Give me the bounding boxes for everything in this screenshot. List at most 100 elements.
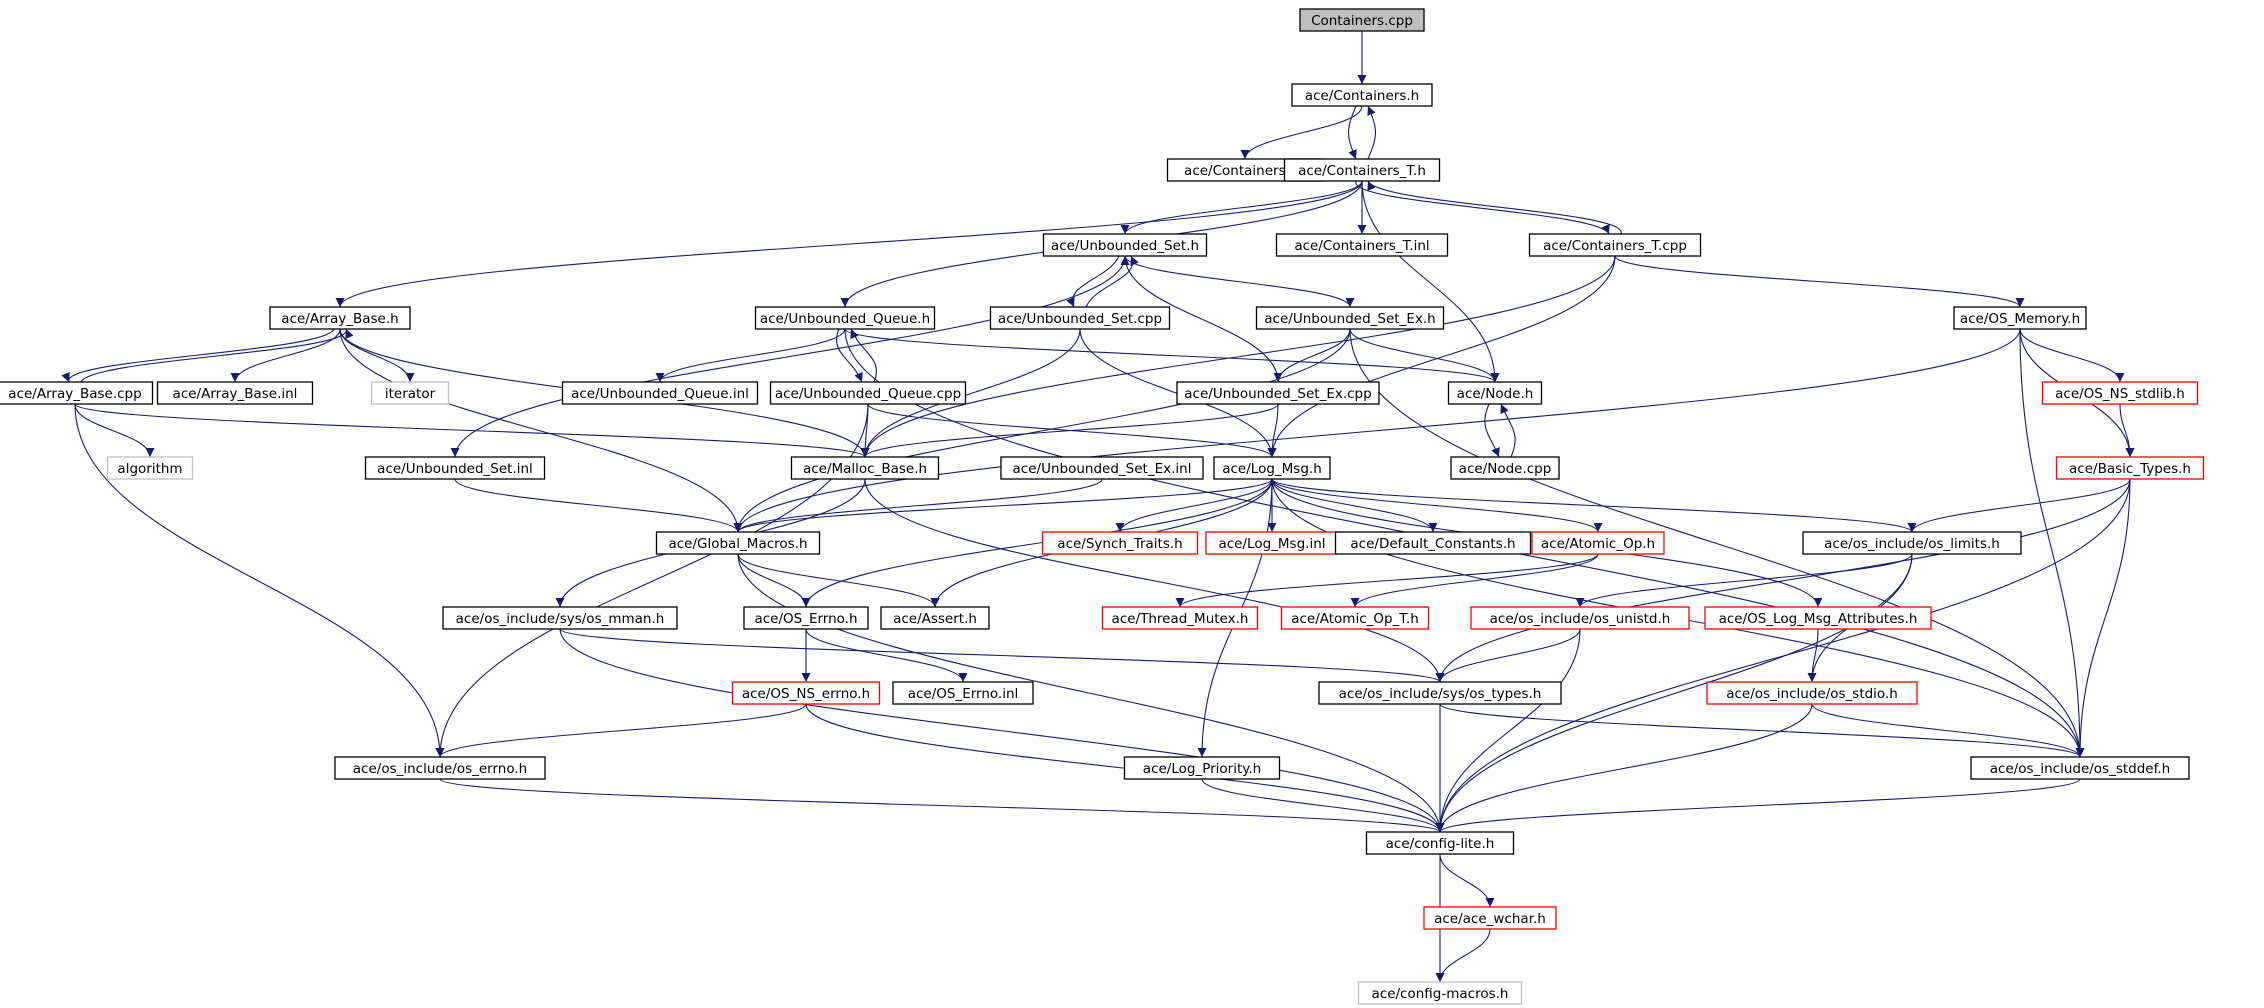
- edge-line: [1439, 703, 2085, 758]
- edge-line: [860, 255, 1616, 458]
- node-os-memory-h[interactable]: ace/OS_Memory.h: [1953, 306, 2087, 330]
- node-atomic-op-h[interactable]: ace/Atomic_Op.h: [1531, 531, 1665, 555]
- node-label: ace/os_include/sys/os_types.h: [1339, 686, 1542, 702]
- edge-ace-wchar-h-to-config-macros-h: [1435, 928, 1491, 983]
- edge-malloc-base-h-to-os-types-h: [864, 478, 1445, 683]
- node-label: ace/Node.h: [1457, 386, 1534, 402]
- edge-log-priority-h-to-config-lite-h: [1201, 778, 1445, 833]
- node-iterator[interactable]: iterator: [370, 381, 450, 405]
- node-algorithm[interactable]: algorithm: [106, 456, 194, 480]
- node-array-base-cpp[interactable]: ace/Array_Base.cpp: [0, 381, 154, 405]
- edge-line: [1120, 255, 1279, 383]
- node-box: [1334, 531, 1532, 555]
- node-unbounded-set-h[interactable]: ace/Unbounded_Set.h: [1042, 233, 1208, 257]
- node-label: ace/os_include/sys/os_mman.h: [456, 611, 665, 627]
- node-unbounded-set-ex-cpp[interactable]: ace/Unbounded_Set_Ex.cpp: [1176, 381, 1380, 405]
- edge-line: [1367, 180, 1622, 235]
- edge-line: [1201, 778, 1445, 833]
- node-containers-h[interactable]: ace/Containers.h: [1291, 83, 1433, 107]
- node-containers-cpp[interactable]: Containers.cpp: [1299, 8, 1425, 32]
- node-os-limits-h[interactable]: ace/os_include/os_limits.h: [1802, 531, 2022, 555]
- node-containers-inl[interactable]: ace/Containers.inl: [1166, 158, 1324, 182]
- node-containers-t-h[interactable]: ace/Containers_T.h: [1283, 158, 1441, 182]
- node-os-errno-h[interactable]: ace/OS_Errno.h: [743, 606, 869, 630]
- node-containers-t-inl[interactable]: ace/Containers_T.inl: [1275, 233, 1449, 257]
- node-unbounded-queue-cpp[interactable]: ace/Unbounded_Queue.cpp: [769, 381, 967, 405]
- edge-line: [230, 328, 341, 383]
- node-unbounded-queue-inl[interactable]: ace/Unbounded_Queue.inl: [561, 381, 759, 405]
- node-log-msg-h[interactable]: ace/Log_Msg.h: [1213, 456, 1331, 480]
- node-box: [0, 381, 154, 405]
- node-os-ns-errno-h[interactable]: ace/OS_NS_errno.h: [731, 681, 881, 705]
- edge-line: [1115, 478, 1273, 533]
- node-unbounded-set-ex-inl[interactable]: ace/Unbounded_Set_Ex.inl: [1000, 456, 1204, 480]
- node-unbounded-queue-h[interactable]: ace/Unbounded_Queue.h: [754, 306, 936, 330]
- node-assert-h[interactable]: ace/Assert.h: [880, 606, 990, 630]
- node-label: ace/OS_Log_Msg_Attributes.h: [1719, 611, 1918, 627]
- edge-line: [867, 403, 1277, 458]
- node-os-stdio-h[interactable]: ace/os_include/os_stdio.h: [1706, 681, 1918, 705]
- edge-line: [1361, 180, 1500, 383]
- node-box: [269, 306, 411, 330]
- edge-line: [1066, 255, 1120, 308]
- edge-line: [860, 328, 1081, 458]
- node-log-msg-inl[interactable]: ace/Log_Msg.inl: [1205, 531, 1339, 555]
- node-box: [1123, 756, 1281, 780]
- node-os-log-msg-attributes-h[interactable]: ace/OS_Log_Msg_Attributes.h: [1704, 606, 1932, 630]
- edge-unbounded-set-h-to-unbounded-set-cpp: [1066, 255, 1120, 308]
- edge-line: [339, 328, 743, 533]
- node-label: ace/Unbounded_Set_Ex.h: [1264, 311, 1435, 327]
- edge-line: [1120, 180, 1363, 235]
- node-synch-traits-h[interactable]: ace/Synch_Traits.h: [1041, 531, 1199, 555]
- node-box: [106, 456, 194, 480]
- node-thread-mutex-h[interactable]: ace/Thread_Mutex.h: [1101, 606, 1259, 630]
- node-config-lite-h[interactable]: ace/config-lite.h: [1365, 831, 1515, 855]
- node-box: [1450, 456, 1560, 480]
- node-os-stddef-h[interactable]: ace/os_include/os_stddef.h: [1970, 756, 2190, 780]
- node-os-unistd-h[interactable]: ace/os_include/os_unistd.h: [1470, 606, 1690, 630]
- node-containers-t-cpp[interactable]: ace/Containers_T.cpp: [1528, 233, 1702, 257]
- node-config-macros-h[interactable]: ace/config-macros.h: [1357, 981, 1523, 1005]
- node-os-inc-errno-h[interactable]: ace/os_include/os_errno.h: [334, 756, 546, 780]
- node-os-ns-stdlib-h[interactable]: ace/OS_NS_stdlib.h: [2041, 381, 2199, 405]
- node-box: [1000, 456, 1204, 480]
- node-ace-wchar-h[interactable]: ace/ace_wchar.h: [1423, 906, 1557, 930]
- file-nodes: Containers.cpp ace/Containers.h ace/Contai…: [0, 8, 2205, 1005]
- edge-line: [1124, 255, 1355, 308]
- edge-array-base-h-to-array-base-inl: [230, 328, 341, 383]
- edge-containers-t-h-to-containers-h: [1367, 105, 1377, 160]
- edge-line: [1439, 853, 1495, 908]
- node-default-constants-h[interactable]: ace/Default_Constants.h: [1334, 531, 1532, 555]
- node-basic-types-h[interactable]: ace/Basic_Types.h: [2055, 456, 2205, 480]
- node-array-base-h[interactable]: ace/Array_Base.h: [269, 306, 411, 330]
- edge-line: [450, 255, 1126, 458]
- node-malloc-base-h[interactable]: ace/Malloc_Base.h: [790, 456, 940, 480]
- node-os-errno-inl[interactable]: ace/OS_Errno.inl: [892, 681, 1034, 705]
- node-log-priority-h[interactable]: ace/Log_Priority.h: [1123, 756, 1281, 780]
- node-unbounded-set-ex-h[interactable]: ace/Unbounded_Set_Ex.h: [1255, 306, 1445, 330]
- node-array-base-inl[interactable]: ace/Array_Base.inl: [156, 381, 314, 405]
- node-node-cpp[interactable]: ace/Node.cpp: [1450, 456, 1560, 480]
- node-label: ace/os_include/os_unistd.h: [1490, 611, 1671, 627]
- node-unbounded-set-cpp[interactable]: ace/Unbounded_Set.cpp: [989, 306, 1171, 330]
- node-node-h[interactable]: ace/Node.h: [1447, 381, 1543, 405]
- node-label: ace/Unbounded_Set.inl: [377, 461, 533, 477]
- node-label: ace/Assert.h: [893, 611, 977, 627]
- edge-os-limits-h-to-config-lite-h: [1435, 553, 1913, 833]
- node-box: [1470, 606, 1690, 630]
- node-global-macros-h[interactable]: ace/Global_Macros.h: [655, 531, 821, 555]
- node-label: ace/Containers_T.h: [1298, 163, 1426, 179]
- edge-line: [1435, 628, 1581, 833]
- node-os-types-h[interactable]: ace/os_include/sys/os_types.h: [1318, 681, 1562, 705]
- edge-os-memory-h-to-global-macros-h: [733, 328, 2021, 533]
- node-box: [1255, 306, 1445, 330]
- edge-unbounded-set-ex-h-to-global-macros-h: [733, 328, 1351, 533]
- node-box: [1041, 531, 1199, 555]
- edge-line: [737, 553, 940, 608]
- node-unbounded-set-inl[interactable]: ace/Unbounded_Set.inl: [364, 456, 546, 480]
- edge-line: [1811, 703, 2085, 758]
- node-atomic-op-t-h[interactable]: ace/Atomic_Op_T.h: [1280, 606, 1430, 630]
- node-os-mman-h[interactable]: ace/os_include/sys/os_mman.h: [442, 606, 678, 630]
- edge-line: [1271, 478, 1917, 533]
- node-box: [1970, 756, 2190, 780]
